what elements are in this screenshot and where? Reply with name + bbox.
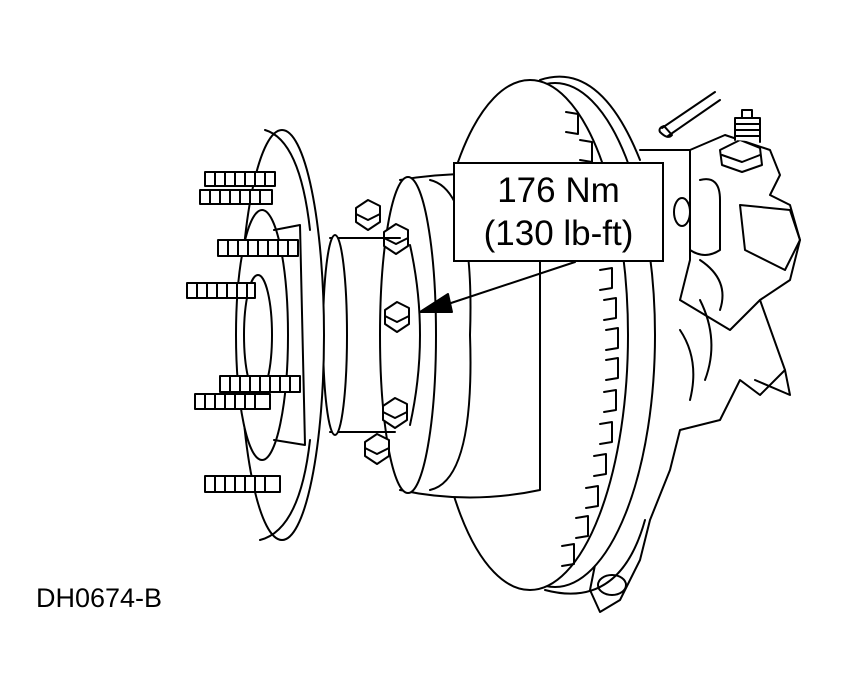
torque-callout: 176 Nm (130 lb-ft) <box>453 162 664 262</box>
sensor-wire <box>658 91 721 138</box>
torque-metric: 176 Nm <box>497 171 620 210</box>
hub-bolt <box>364 433 390 465</box>
wheel-stud <box>194 393 271 410</box>
figure-id: DH0674-B <box>36 583 163 613</box>
hub-bolt <box>355 199 381 231</box>
torque-imperial: (130 lb-ft) <box>483 214 634 253</box>
wheel-stud <box>217 239 299 257</box>
knuckle-stud <box>719 109 763 173</box>
hub-bolt <box>382 397 408 429</box>
wheel-stud <box>199 189 273 205</box>
brake-rotor <box>379 75 656 595</box>
wheel-stud <box>219 375 301 393</box>
wheel-stud <box>186 282 256 299</box>
wheel-stud <box>204 171 276 187</box>
wheel-stud <box>204 475 281 493</box>
wheel-studs <box>186 171 301 493</box>
callout-leader-arrow <box>419 261 576 313</box>
hub-bolts <box>355 199 410 465</box>
hub-bolt <box>384 301 410 333</box>
